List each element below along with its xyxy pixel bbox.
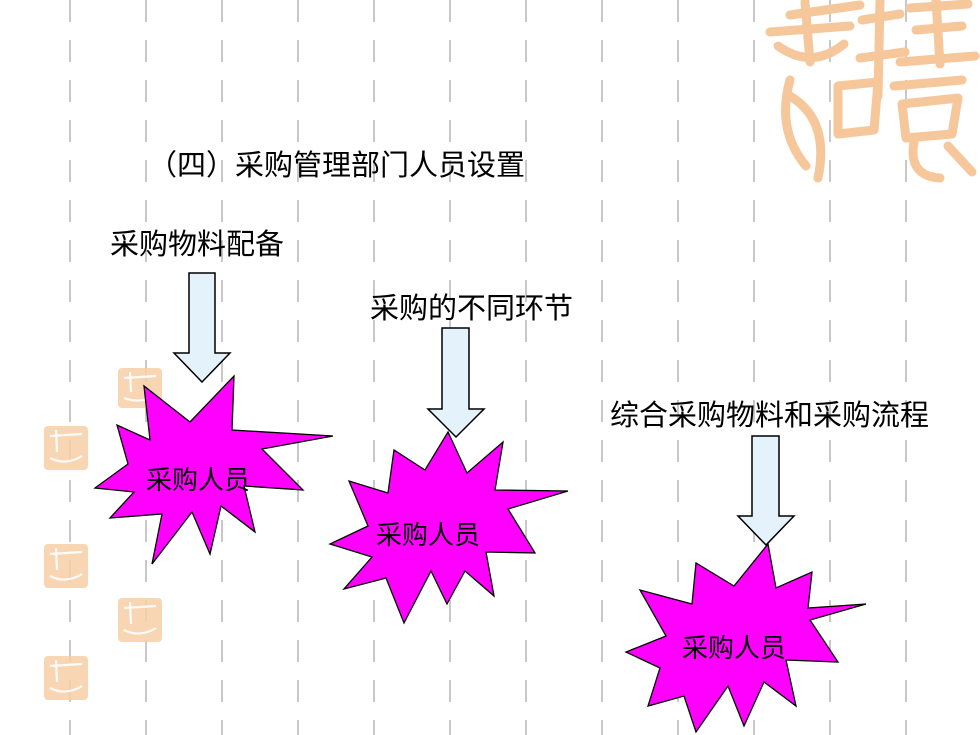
down-arrow-icon: [172, 272, 232, 384]
down-arrow-icon: [426, 327, 486, 439]
column-label: 采购的不同环节: [370, 291, 574, 325]
small-seal-glyphs: [49, 371, 157, 693]
column-label: 采购物料配备: [110, 227, 285, 261]
small-seal-icon: [44, 368, 162, 700]
column-label: 综合采购物料和采购流程: [610, 398, 930, 432]
burst-star-icon: [624, 542, 867, 734]
star-label: 采购人员: [376, 521, 481, 551]
star-label: 采购人员: [146, 466, 251, 496]
burst-star-icon: [93, 374, 334, 565]
seal-logo-icon: [765, 0, 980, 183]
slide-title: （四）采购管理部门人员设置: [148, 148, 526, 182]
down-arrow-icon: [736, 435, 796, 547]
star-label: 采购人员: [682, 634, 787, 664]
burst-star-icon: [328, 430, 569, 625]
